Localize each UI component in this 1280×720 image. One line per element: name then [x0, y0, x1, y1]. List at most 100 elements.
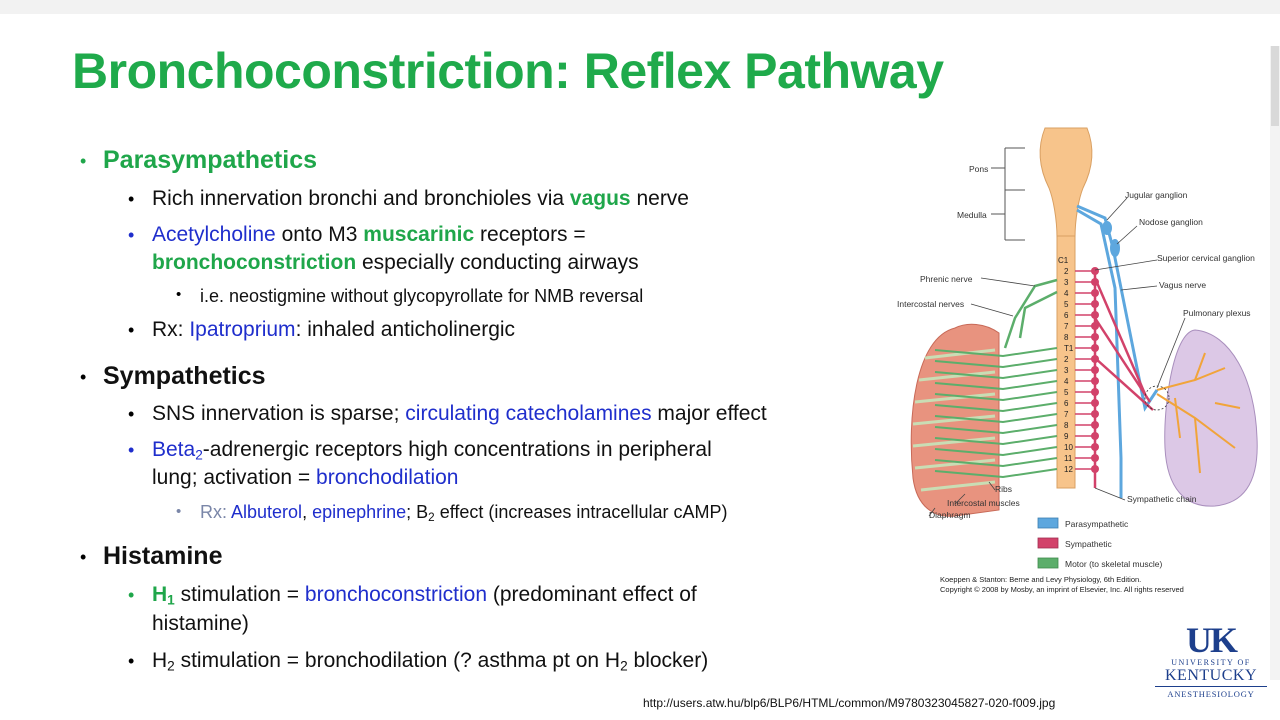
text-acetylcholine: Acetylcholine	[152, 223, 276, 246]
nodose-ganglion	[1110, 239, 1120, 257]
label-sympathetic-chain: Sympathetic chain	[1127, 494, 1197, 504]
text-span: (predominant effect of	[487, 583, 697, 606]
spinal-level-label: 2	[1064, 267, 1069, 276]
bullet-icon: •	[176, 503, 182, 520]
label-superior-cervical-ganglion: Superior cervical ganglion	[1157, 253, 1255, 263]
text-subscript: 2	[620, 658, 628, 674]
spinal-level-label: 7	[1064, 410, 1069, 419]
text-beta: Beta	[152, 438, 196, 461]
spinal-level-label: 3	[1064, 366, 1069, 375]
text-subscript: 1	[167, 592, 175, 608]
parasym-subitem-neostigmine: i.e. neostigmine without glycopyrollate …	[200, 286, 644, 306]
bullet-icon: •	[128, 189, 135, 209]
text-span: especially conducting airways	[356, 251, 639, 274]
label-medulla: Medulla	[957, 210, 987, 220]
intercostal-nerve	[934, 369, 1058, 380]
bullet-icon: •	[128, 651, 135, 671]
sym-subitem-albuterol: Rx: Albuterol, epinephrine; B2 effect (i…	[200, 502, 727, 523]
sym-item-sns: SNS innervation is sparse; circulating c…	[152, 402, 767, 426]
spinal-level-label: 5	[1064, 388, 1069, 397]
intercostal-nerve	[934, 468, 1058, 479]
text-subscript: 2	[428, 510, 435, 524]
parasym-item-acetylcholine: Acetylcholine onto M3 muscarinic recepto…	[152, 223, 586, 247]
spinal-level-label: 4	[1064, 289, 1069, 298]
brainstem	[1039, 127, 1093, 239]
bullet-icon: •	[80, 547, 87, 567]
heading-histamine: Histamine	[103, 542, 223, 570]
pulmonary-plexus-marker	[1144, 385, 1170, 411]
parasym-item-innervation: Rich innervation bronchi and bronchioles…	[152, 187, 689, 211]
sympathetic-ganglia	[1075, 267, 1099, 473]
text-muscarinic: muscarinic	[363, 223, 475, 246]
spinal-level-label: C1	[1058, 256, 1069, 265]
intercostal-nerve	[934, 358, 1058, 369]
spinal-level-label: 9	[1064, 432, 1069, 441]
intercostal-nerve	[934, 435, 1058, 446]
parasym-item-acetylcholine-cont: bronchoconstriction especially conductin…	[152, 251, 639, 275]
spinal-level-label: 8	[1064, 421, 1069, 430]
text-subscript: 2	[195, 447, 203, 463]
sym-item-beta2-cont: lung; activation = bronchodilation	[152, 466, 458, 490]
slide-title: Bronchoconstriction: Reflex Pathway	[72, 43, 944, 99]
intercostal-nerve	[934, 446, 1058, 457]
rib-lines	[912, 348, 996, 492]
parasym-item-rx: Rx: Ipatroprium: inhaled anticholinergic	[152, 318, 515, 342]
text-h: H	[152, 583, 168, 606]
spinal-cord	[1056, 235, 1076, 489]
spinal-level-label: 10	[1064, 443, 1073, 452]
text-bronchoconstriction: bronchoconstriction	[152, 251, 357, 274]
label-pons: Pons	[969, 164, 988, 174]
figure-legend: Parasympathetic Sympathetic Motor (to sk…	[1037, 517, 1162, 569]
label-intercostal-muscles: Intercostal muscles	[947, 498, 1020, 508]
spinal-level-label: 5	[1064, 300, 1069, 309]
source-url[interactable]: http://users.atw.hu/blp6/BLP6/HTML/commo…	[643, 696, 1056, 710]
text-span: SNS innervation is sparse;	[152, 402, 406, 425]
text-span: onto M3	[275, 223, 364, 246]
label-vagus-nerve: Vagus nerve	[1159, 280, 1206, 290]
intercostal-nerve	[934, 402, 1058, 413]
brainstem-brackets	[991, 147, 1025, 241]
text-span: effect (increases intracellular cAMP)	[434, 502, 728, 522]
logo-kentucky: KENTUCKY	[1165, 667, 1257, 684]
text-span: H	[152, 649, 168, 672]
label-diaphragm: Diaphragm	[929, 510, 971, 520]
text-catecholamines: circulating catecholamines	[405, 402, 652, 425]
hist-item-h1-cont: histamine)	[152, 612, 249, 635]
intercostal-nerve	[934, 380, 1058, 391]
text-span: stimulation = bronchodilation (? asthma …	[174, 649, 621, 672]
intercostal-nerve-lines	[934, 347, 1058, 479]
text-ipatroprium: Ipatroprium	[189, 318, 296, 341]
text-span: Rx:	[152, 318, 190, 341]
jugular-ganglion	[1102, 221, 1112, 235]
intercostal-nerve	[934, 391, 1058, 402]
vagus-pathway	[1076, 204, 1159, 498]
logo-university: UNIVERSITY OF	[1171, 658, 1251, 667]
text-subscript: 2	[167, 658, 175, 674]
text-span: nerve	[630, 187, 689, 210]
scrollbar-thumb[interactable]	[1271, 46, 1279, 126]
text-span: : inhaled anticholinergic	[295, 318, 516, 341]
logo-mark: UK	[1186, 620, 1238, 660]
logo-divider	[1155, 686, 1267, 687]
text-span: stimulation =	[174, 583, 305, 606]
spinal-level-label: 6	[1064, 399, 1069, 408]
intercostal-nerve	[934, 413, 1058, 424]
hist-item-h1: H1 stimulation = bronchoconstriction (pr…	[152, 583, 697, 607]
vertical-scrollbar[interactable]	[1270, 46, 1280, 680]
spinal-level-label: 2	[1064, 355, 1069, 364]
legend-swatch-parasympathetic	[1037, 517, 1059, 529]
spinal-level-label: 8	[1064, 333, 1069, 342]
hist-item-h2: H2 stimulation = bronchodilation (? asth…	[152, 649, 708, 673]
text-span: Rich innervation bronchi and bronchioles…	[152, 187, 570, 210]
heading-sympathetics: Sympathetics	[103, 362, 266, 390]
logo-department: ANESTHESIOLOGY	[1167, 689, 1255, 699]
text-vagus: vagus	[569, 187, 631, 210]
intercostal-nerve	[934, 424, 1058, 435]
bullet-icon: •	[80, 367, 87, 387]
caption-line-2: Copyright © 2008 by Mosby, an imprint of…	[940, 585, 1184, 594]
spinal-level-label: 6	[1064, 311, 1069, 320]
text-span: major effect	[651, 402, 767, 425]
motor-nerves	[1003, 278, 1058, 349]
